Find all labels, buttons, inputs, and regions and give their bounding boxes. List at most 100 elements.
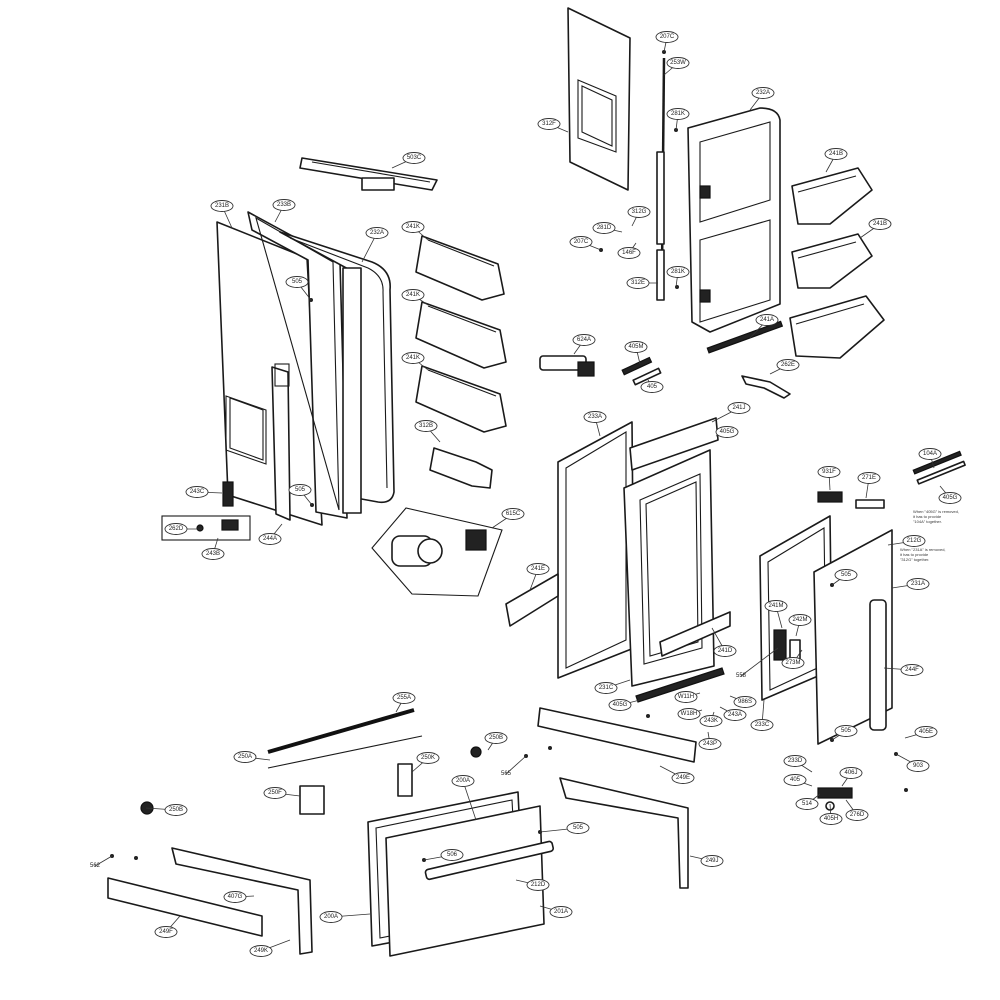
callout-label: 207C [574, 239, 589, 245]
callout-406j: 406J [839, 767, 863, 779]
callout-oval [624, 341, 648, 353]
callout-oval [666, 266, 690, 278]
screw-set [110, 50, 908, 862]
callout-243k: 243K [699, 715, 723, 727]
callout-931f: 931F [817, 466, 841, 478]
callout-231c: 231C [594, 682, 618, 694]
callout-405h: 405H [819, 813, 843, 825]
callout-oval [249, 945, 273, 957]
left-door-outer-panel [216, 221, 323, 526]
callout-label: 241J [732, 405, 745, 411]
callout-505: 505 [834, 569, 858, 581]
callout-label: 241E [531, 566, 545, 572]
callout-label: 624A [577, 337, 591, 343]
callout-241a: 241A [755, 314, 779, 326]
callout-label: 243P [703, 741, 717, 747]
callout-oval [263, 787, 287, 799]
callout-244f: 244F [900, 664, 924, 676]
callout-oval [617, 247, 641, 259]
callout-250a: 250A [233, 751, 257, 763]
callout-oval [666, 108, 690, 120]
callout-oval [626, 277, 650, 289]
callout-oval [272, 199, 296, 211]
callout-label: 249E [676, 775, 690, 781]
callout-oval [900, 664, 924, 676]
callout-oval [627, 206, 651, 218]
callout-label: 406J [844, 770, 857, 776]
rail-104a [912, 450, 962, 475]
callout-label: 249F [159, 929, 173, 935]
callout-oval [751, 87, 775, 99]
left-door-basket-3 [415, 365, 507, 433]
callout-oval [640, 381, 664, 393]
callout-312b: 312B [414, 420, 438, 432]
bar-312e-b [656, 249, 665, 301]
callout-label: 241K [406, 224, 420, 230]
callout-oval [834, 569, 858, 581]
callout-oval [755, 314, 779, 326]
hinge-271e [855, 499, 885, 509]
callout-262d: 262D [164, 523, 188, 535]
callout-271e: 271E [857, 472, 881, 484]
callout-label: 281D [597, 225, 612, 231]
right-door-basket-1 [791, 167, 873, 225]
callout-oval [583, 411, 607, 423]
callout-506: 506 [440, 849, 464, 861]
callout-281k: 281K [666, 266, 690, 278]
callout-oval [674, 691, 698, 703]
callout-243a: 243A [723, 709, 747, 721]
callout-oval [666, 57, 690, 69]
left-hinge-part-243c [222, 481, 234, 507]
bar-312e [656, 151, 665, 245]
callout-oval [201, 548, 225, 560]
left-hinge-assembly-box [161, 515, 251, 541]
rail-241a [706, 320, 784, 354]
callout-label: 233B [277, 202, 291, 208]
callout-405m: 405M [624, 341, 648, 353]
callout-label: 505 [841, 572, 852, 578]
note-text: "104A" together. [913, 519, 942, 524]
callout-label: 243K [704, 718, 718, 724]
lower-hinge-assembly [817, 787, 853, 811]
callout-oval [750, 719, 774, 731]
callout-405e: 405E [914, 726, 938, 738]
callout-oval [783, 755, 807, 767]
callout-249f: 249F [154, 926, 178, 938]
callout-250b: 250B [484, 732, 508, 744]
callout-label: 986S [738, 699, 752, 705]
part-405m [621, 356, 653, 376]
callout-281k: 281K [666, 108, 690, 120]
callout-label: 505 [295, 487, 306, 493]
callout-241k: 241K [401, 221, 425, 233]
callout-oval [868, 218, 892, 230]
callout-w11h: W11H [674, 691, 698, 703]
callout-label: 405E [919, 729, 933, 735]
callout-oval [402, 152, 426, 164]
callout-212d: 212D [526, 879, 550, 891]
left-door-hinge-cover [299, 157, 438, 191]
callout-oval [677, 708, 701, 720]
callout-oval [902, 535, 926, 547]
callout-label: 505 [841, 728, 852, 734]
callout-565: 565 [501, 771, 512, 777]
callout-label: 505 [573, 825, 584, 831]
leader-line-562 [94, 855, 113, 867]
callout-label: 249J [705, 858, 718, 864]
callout-562: 562 [90, 863, 101, 869]
callout-label: 407G [228, 894, 243, 900]
callout-label: 244A [263, 536, 277, 542]
callout-oval [233, 751, 257, 763]
callout-oval [154, 926, 178, 938]
rail-255a [267, 708, 415, 754]
callout-oval [906, 760, 930, 772]
callout-oval [501, 508, 525, 520]
callout-oval [365, 227, 389, 239]
callout-249k: 249K [249, 945, 273, 957]
callout-207c: 207C [655, 31, 679, 43]
left-door-liner [279, 231, 395, 514]
callout-oval [164, 523, 188, 535]
callout-503c: 503C [402, 152, 426, 164]
callout-oval [715, 426, 739, 438]
callout-oval [566, 822, 590, 834]
callout-label: 243C [190, 489, 205, 495]
